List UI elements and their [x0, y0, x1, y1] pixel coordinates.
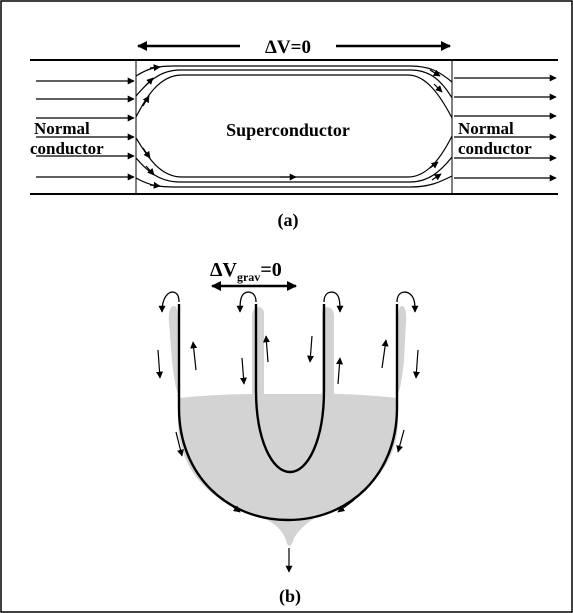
left-normal-label-line2: conductor	[30, 139, 104, 158]
caption-b: (b)	[279, 586, 301, 607]
panel-b: ΔVgrav=0	[156, 259, 420, 607]
right-normal-label-line2: conductor	[458, 139, 532, 158]
delta-vgrav-label: ΔVgrav=0	[210, 259, 282, 284]
right-normal-label-line1: Normal	[458, 119, 514, 138]
wall-flow-arrows	[156, 335, 420, 385]
superconductor-label: Superconductor	[226, 120, 350, 140]
superfluid-film	[168, 306, 407, 546]
left-normal-label-line1: Normal	[34, 119, 90, 138]
right-current-arrows	[454, 74, 557, 182]
inner-cup-wall	[254, 304, 326, 474]
surface-current-paths	[135, 64, 453, 189]
outer-cup-wall	[177, 304, 399, 522]
delta-v-label: ΔV=0	[265, 37, 311, 58]
caption-a: (a)	[278, 210, 299, 231]
left-current-arrows	[36, 77, 135, 181]
bottom-flow-arrows	[175, 429, 405, 573]
panel-a: ΔV=0	[30, 37, 558, 231]
rim-flow-arrows	[158, 291, 419, 313]
